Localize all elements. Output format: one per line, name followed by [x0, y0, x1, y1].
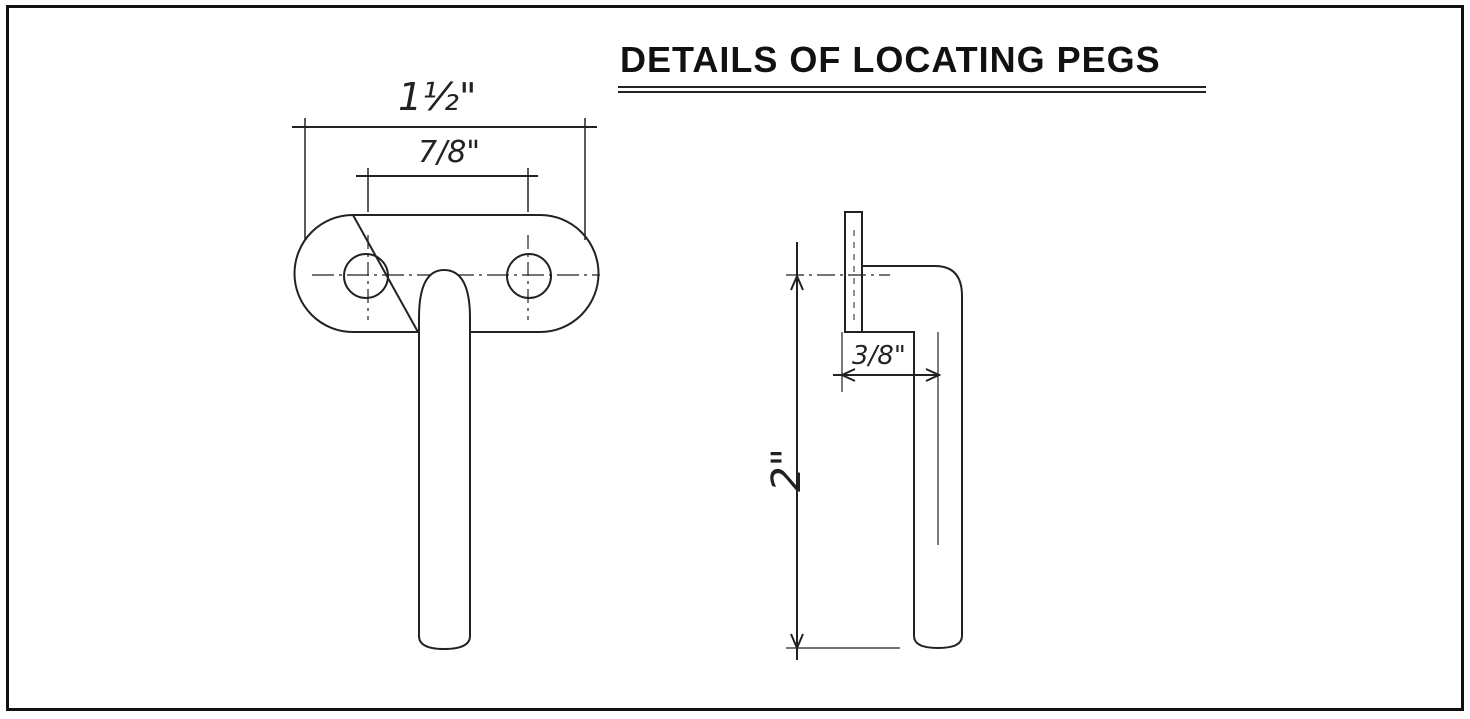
- height-label: 2": [764, 448, 810, 492]
- plate-outline: [293, 213, 600, 333]
- page-title: DETAILS OF LOCATING PEGS: [620, 39, 1161, 80]
- height-arrow-top: [790, 273, 804, 291]
- hole-spacing-label: 7/8": [418, 135, 480, 170]
- height-arrow-bottom: [790, 633, 804, 651]
- thickness-arrow-right: [925, 368, 942, 382]
- right-hole: [506, 253, 552, 299]
- drawing-frame: [6, 5, 1464, 711]
- left-hole: [343, 253, 389, 299]
- title-underline-second: [618, 91, 1206, 93]
- title-underline: [618, 86, 1206, 88]
- overall-width-label: 1½": [398, 75, 477, 119]
- thickness-arrow-left: [839, 368, 856, 382]
- thickness-label: 3/8": [852, 341, 906, 371]
- side-view: [786, 211, 963, 660]
- peg-profile: [862, 265, 963, 650]
- peg-shank: [418, 268, 471, 651]
- front-view: [292, 118, 600, 651]
- plate-edge: [844, 211, 863, 333]
